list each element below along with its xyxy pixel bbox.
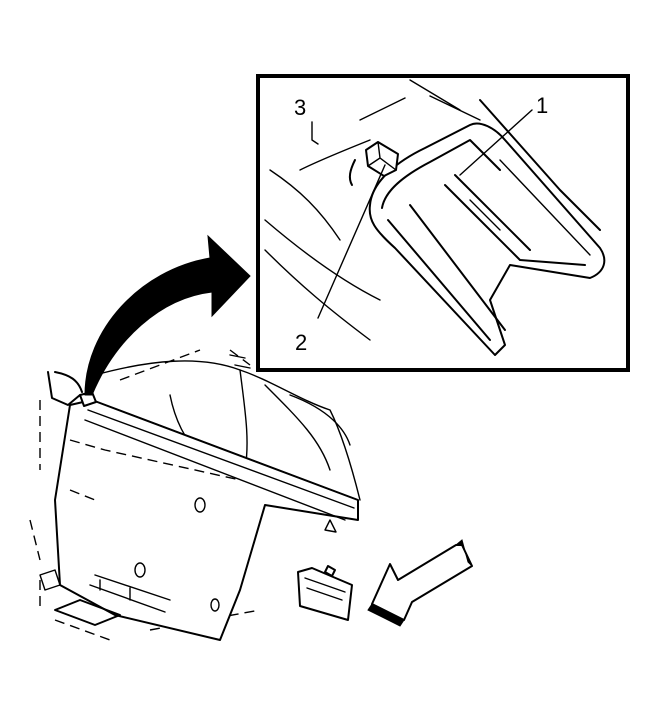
trim-panel-hidden-lines [69,439,241,501]
sill-rail [89,574,171,613]
inset-frame-inner [381,139,506,341]
inset-rib [299,139,371,171]
view-direction-arrow [367,539,473,627]
detail-pointer-arrow [84,234,251,396]
inset-body-contour [264,169,381,341]
inset-frame-bracket [368,122,606,356]
body-outline-dashed [29,349,251,561]
floor-bracket [39,569,61,591]
trim-panel-hole-right [210,598,220,612]
trim-panel-hole [194,497,206,513]
inset-retainer-edges [367,141,397,171]
floor-plate [54,599,121,626]
access-cover-tab [324,565,336,577]
detail-inset-frame [256,74,630,372]
trim-panel-edge [84,399,359,521]
leader-1 [459,109,533,176]
inset-trim-edge [348,159,356,186]
body-panel-contour [94,360,361,501]
rolled-cover [47,371,83,406]
trim-clip-hole [324,519,337,533]
leader-3 [311,121,319,145]
inset-frame-rungs [444,174,586,266]
detail-inset: 1 2 3 [256,74,630,372]
inset-frame-edge [469,159,591,256]
body-hatch [229,354,251,369]
callout-3: 3 [294,95,306,120]
vehicle-interior-view [29,349,361,641]
inset-upper-lines [359,79,481,121]
callout-1: 1 [536,93,548,118]
access-cover-detail [304,577,346,601]
callout-2: 2 [295,330,307,355]
trim-panel-hole-lower [134,562,146,578]
leader-2 [317,164,386,319]
body-panel-contour-2 [264,384,351,471]
inset-rail [479,99,601,231]
